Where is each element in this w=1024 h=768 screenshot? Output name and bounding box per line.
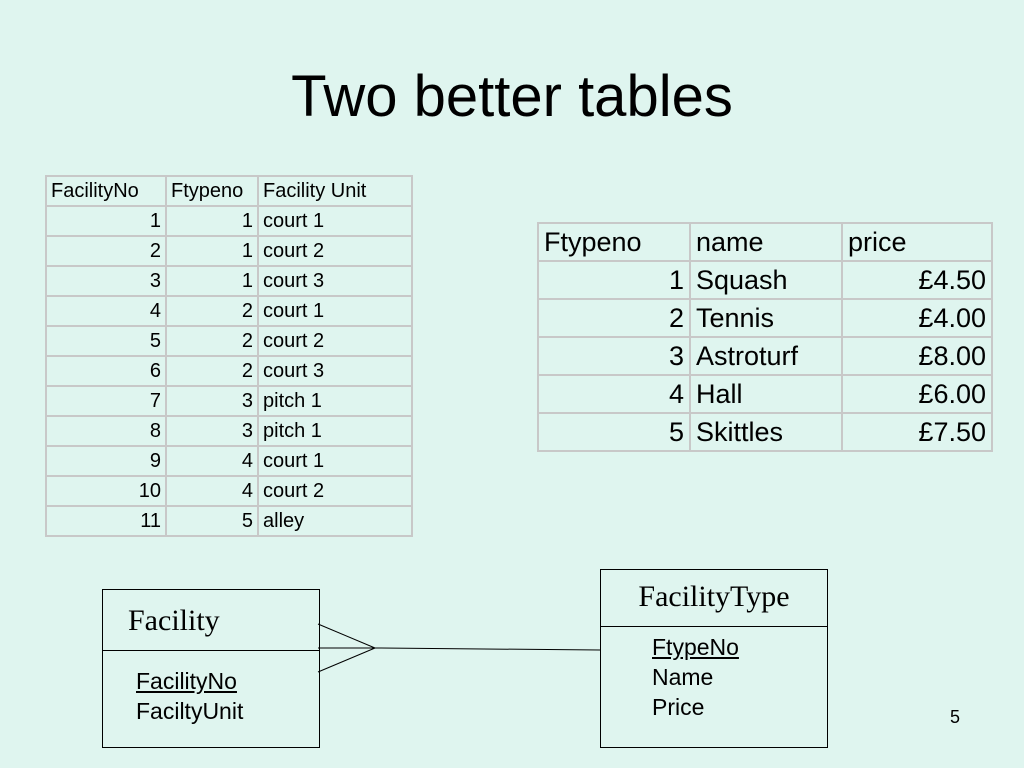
- facility-attributes: FacilityNo FaciltyUnit: [136, 666, 243, 726]
- crows-foot-upper: [317, 623, 376, 649]
- table-cell: 11: [45, 505, 167, 537]
- table-cell: court 2: [257, 235, 413, 267]
- table-cell: £6.00: [841, 374, 993, 414]
- table-cell: Hall: [689, 374, 843, 414]
- table-cell: Tennis: [689, 298, 843, 338]
- header-cell: Facility Unit: [257, 175, 413, 207]
- attribute: FaciltyUnit: [136, 698, 244, 724]
- table-cell: pitch 1: [257, 415, 413, 447]
- table-cell: 3: [165, 385, 259, 417]
- table-cell: 3: [45, 265, 167, 297]
- table-cell: court 2: [257, 475, 413, 507]
- table-cell: £8.00: [841, 336, 993, 376]
- table-cell: Astroturf: [689, 336, 843, 376]
- table-cell: £7.50: [841, 412, 993, 452]
- table-cell: £4.50: [841, 260, 993, 300]
- table-cell: Skittles: [689, 412, 843, 452]
- table-cell: 4: [165, 475, 259, 507]
- table-cell: 3: [537, 336, 691, 376]
- table-cell: 5: [45, 325, 167, 357]
- table-cell: 2: [45, 235, 167, 267]
- table-cell: court 1: [257, 205, 413, 237]
- table-cell: 9: [45, 445, 167, 477]
- table-cell: 1: [165, 205, 259, 237]
- table-header-row: FacilityNo Ftypeno Facility Unit: [45, 175, 413, 207]
- primary-key-attribute: FtypeNo: [652, 634, 739, 660]
- table-cell: 4: [165, 445, 259, 477]
- table-cell: 3: [165, 415, 259, 447]
- table-cell: pitch 1: [257, 385, 413, 417]
- table-cell: court 1: [257, 295, 413, 327]
- table-cell: 1: [45, 205, 167, 237]
- table-cell: 8: [45, 415, 167, 447]
- table-cell: court 3: [257, 265, 413, 297]
- table-cell: Squash: [689, 260, 843, 300]
- table-cell: 5: [537, 412, 691, 452]
- facility-type-entity-name: FacilityType: [638, 580, 790, 613]
- table-cell: 2: [165, 295, 259, 327]
- table-cell: 2: [165, 325, 259, 357]
- table-cell: 5: [165, 505, 259, 537]
- header-cell: Ftypeno: [537, 222, 691, 262]
- table-header-row: Ftypeno name price: [537, 222, 993, 262]
- facility-entity-header: Facility: [103, 590, 319, 651]
- table-cell: alley: [257, 505, 413, 537]
- page-number: 5: [950, 707, 961, 727]
- table-cell: 4: [45, 295, 167, 327]
- table-cell: court 1: [257, 445, 413, 477]
- facility-entity-name: Facility: [128, 604, 220, 637]
- table-cell: 6: [45, 355, 167, 387]
- table-cell: court 3: [257, 355, 413, 387]
- table-cell: 2: [537, 298, 691, 338]
- primary-key-attribute: FacilityNo: [136, 668, 237, 694]
- table-cell: court 2: [257, 325, 413, 357]
- table-cell: £4.00: [841, 298, 993, 338]
- header-cell: price: [841, 222, 993, 262]
- header-cell: Ftypeno: [165, 175, 259, 207]
- table-cell: 1: [165, 265, 259, 297]
- crows-foot-lower: [317, 647, 376, 673]
- table-cell: 4: [537, 374, 691, 414]
- facility-entity-box: Facility FacilityNo FaciltyUnit: [102, 589, 320, 748]
- slide-title: Two better tables: [291, 64, 733, 129]
- table-cell: 1: [165, 235, 259, 267]
- table-cell: 2: [165, 355, 259, 387]
- header-cell: FacilityNo: [45, 175, 167, 207]
- facility-type-entity-header: FacilityType: [601, 570, 827, 627]
- facility-type-entity-box: FacilityType FtypeNo Name Price: [600, 569, 828, 748]
- facility-type-attributes: FtypeNo Name Price: [652, 632, 739, 722]
- attribute: Name: [652, 664, 714, 690]
- relationship-line: [374, 647, 601, 651]
- table-cell: 10: [45, 475, 167, 507]
- attribute: Price: [652, 694, 705, 720]
- header-cell: name: [689, 222, 843, 262]
- table-cell: 1: [537, 260, 691, 300]
- table-cell: 7: [45, 385, 167, 417]
